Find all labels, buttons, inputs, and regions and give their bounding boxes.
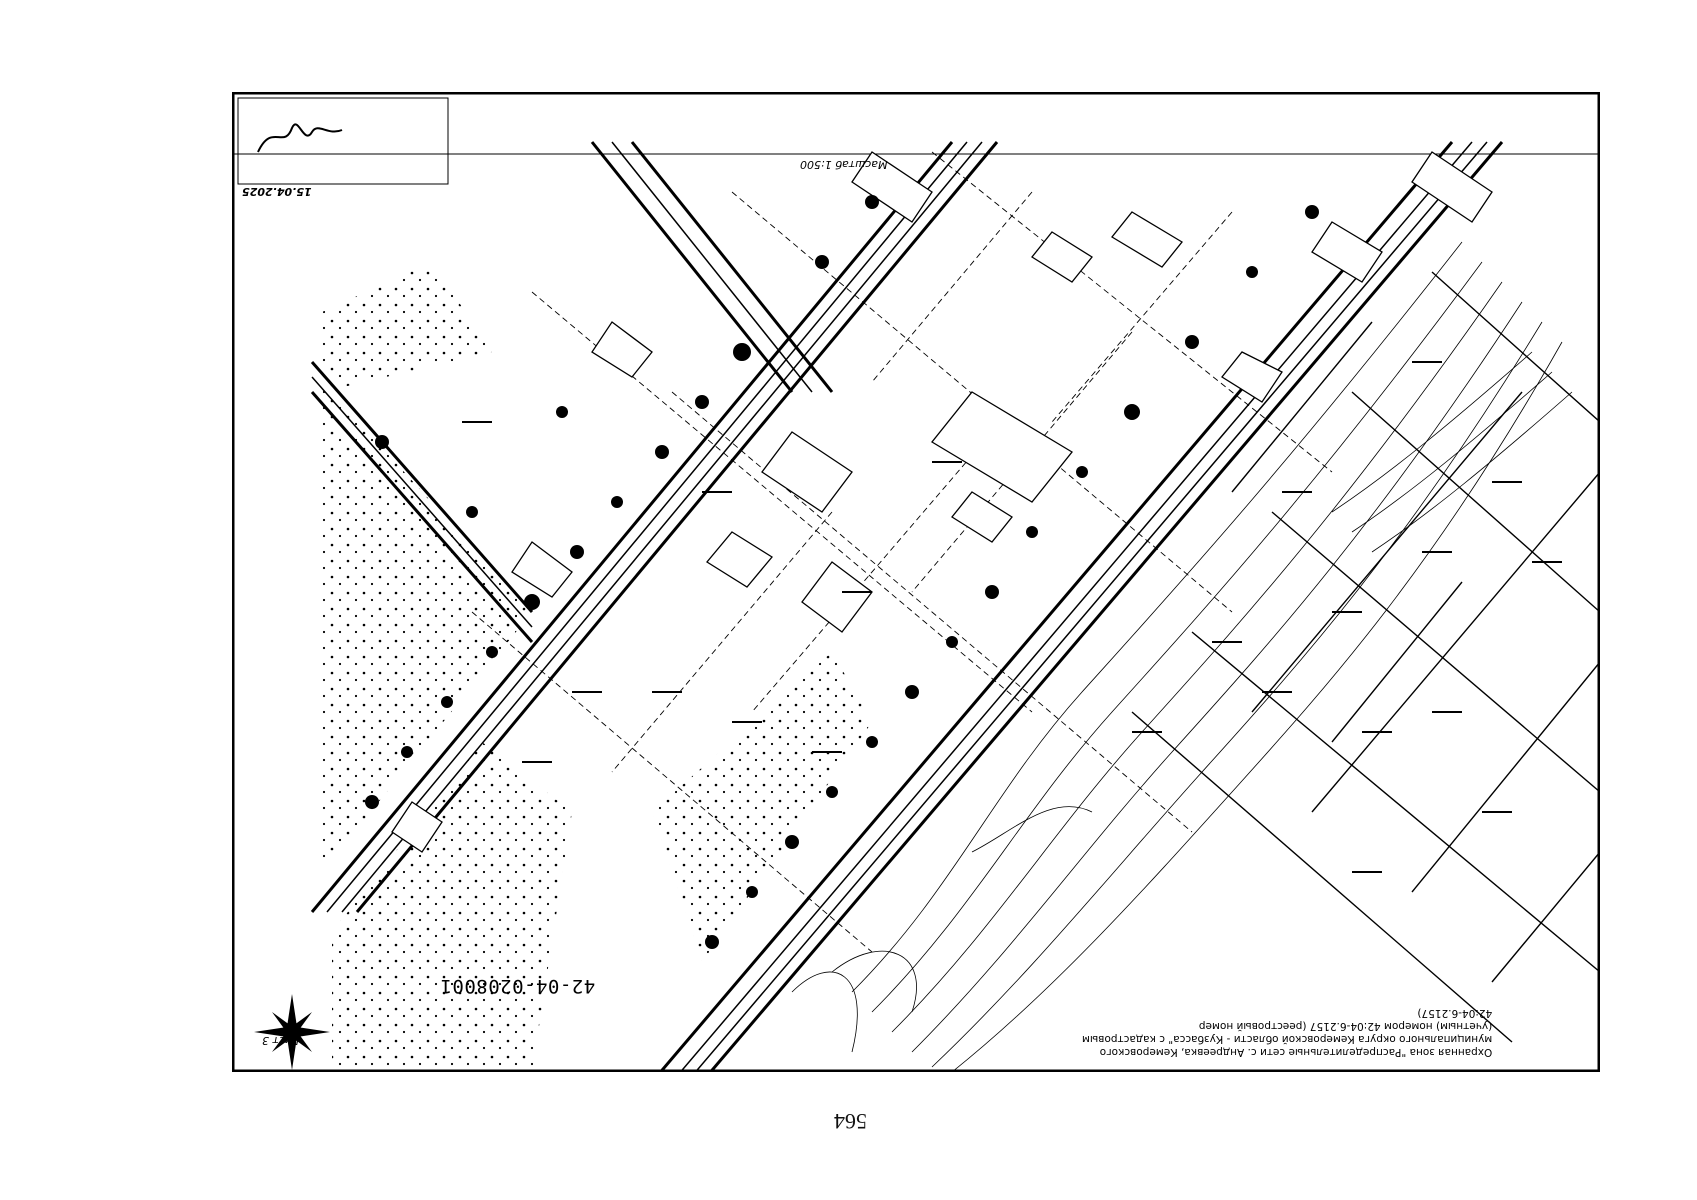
parcel-number-label: 42-04-0208001 [440,975,595,997]
description-line: муниципального округа Кемеровской област… [1082,1033,1493,1045]
parcel-label-marks [462,361,1562,873]
description-line: (учетным) номером 42:04-6.2157 (реестров… [1198,1020,1493,1032]
date-label: 15.04.2025 [242,185,312,198]
cadastral-map [232,92,1600,1072]
road-cross [310,141,834,643]
description-line: 42:04-6.2157) [1417,1007,1493,1019]
signature-mark [257,123,343,153]
page-number: 564 [820,1108,880,1134]
page-number-text: 564 [833,1109,867,1134]
utility-nodes [365,195,1319,949]
description-line: Охранная зона "Распределительные сети с.… [1099,1046,1493,1058]
parcel-number-text: 42-04-0208001 [440,975,596,997]
sheet-frame [232,92,1600,1072]
description-block: Охранная зона "Распределительные сети с.… [1082,1006,1492,1058]
vegetation-zones [322,262,872,1072]
date-label-text: 15.04.2025 [242,185,312,198]
contour-lines [791,241,1573,1072]
buildings [391,151,1493,853]
sheet-label: Лист 3 [262,1034,300,1047]
scale-label: Масштаб 1:500 [800,158,887,171]
parcel-grid [1131,271,1600,1043]
road-main-north [310,141,999,913]
parcel-boundaries [471,151,1333,953]
road-main-south [658,141,1504,1072]
compass-rose-icon [254,994,330,1070]
signature-block [237,97,449,185]
scale-label-text: Масштаб 1:500 [800,158,888,171]
zone-description: Охранная зона "Распределительные сети с.… [1082,1006,1602,1058]
map-sheet [232,92,1600,1072]
sheet-label-text: Лист 3 [262,1034,301,1047]
